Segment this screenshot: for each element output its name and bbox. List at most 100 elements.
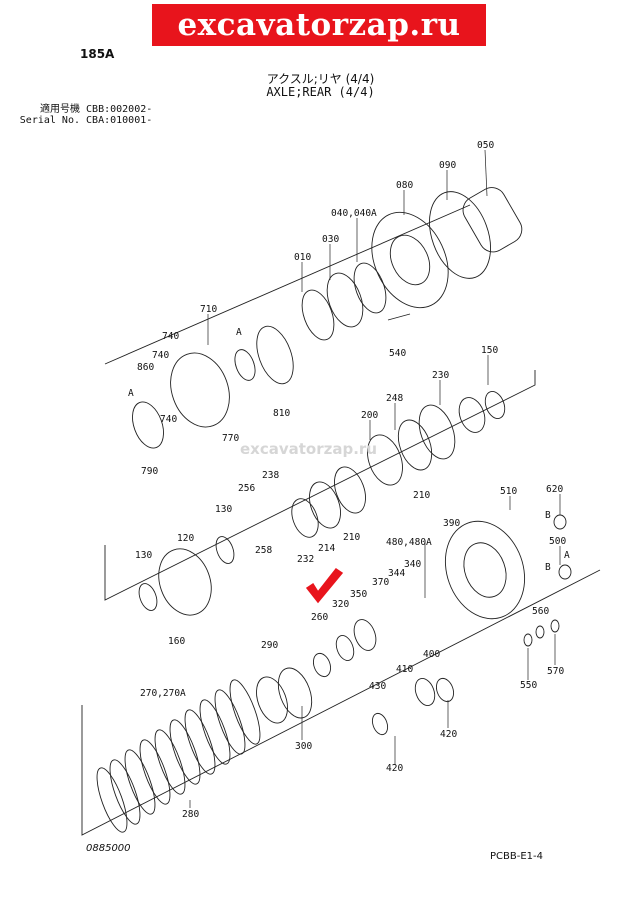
part-label: 420	[440, 729, 457, 740]
snap-ring-150-shape	[484, 391, 506, 419]
spacer-550-shape	[523, 633, 533, 647]
group-frame-bottom	[81, 569, 601, 836]
bearing-050-shape	[462, 187, 523, 253]
footer-code-left: 0885000	[86, 843, 131, 854]
part-label: 230	[432, 370, 449, 381]
hub-080-inner-shape	[389, 234, 431, 286]
part-label: 390	[443, 518, 460, 529]
ring-300-shape	[277, 667, 313, 719]
part-label: 570	[547, 666, 564, 677]
checkmark-icon	[305, 567, 344, 604]
bolt-540-shape	[387, 313, 411, 321]
oring-790-shape	[132, 401, 164, 449]
piston-160-shape	[158, 548, 212, 616]
ring-gear-200-shape	[367, 434, 403, 486]
ring-130b-shape	[138, 583, 158, 611]
part-label: 510	[500, 486, 517, 497]
part-label: 500	[549, 536, 566, 547]
ring-420-shape	[435, 677, 455, 703]
bearing-unnamed-shape	[458, 397, 486, 433]
part-label: 210	[413, 490, 430, 501]
serial-value-en: CBA:010001-	[86, 115, 153, 126]
part-label: 120	[177, 533, 194, 544]
part-label: 130	[215, 504, 232, 515]
part-label: 214	[318, 543, 335, 554]
part-label: 210	[343, 532, 360, 543]
part-label: 350	[350, 589, 367, 600]
part-label: 300	[295, 741, 312, 752]
title-english: AXLE;REAR (4/4)	[266, 85, 375, 99]
part-label: 344	[388, 568, 405, 579]
serial-label-jp: 適用号機	[40, 104, 80, 115]
part-label: 370	[372, 577, 389, 588]
part-label: 130	[135, 550, 152, 561]
housing-390-shape	[444, 520, 526, 620]
part-labels: 050 090 080 040,040A 030 010 710 740 A 7…	[128, 140, 570, 820]
part-label: 160	[168, 636, 185, 647]
part-label: 090	[439, 160, 456, 171]
ring-232-shape	[291, 498, 319, 538]
part-label: 400	[423, 649, 440, 660]
hub-080-shape	[371, 211, 449, 309]
plug-620-shape	[553, 514, 567, 530]
watermark-text: excavatorzap.ru	[240, 440, 377, 458]
leader-lines	[189, 149, 561, 808]
part-label: A	[236, 327, 242, 338]
part-label: 740	[152, 350, 169, 361]
part-label: 430	[369, 681, 386, 692]
part-label: 258	[255, 545, 272, 556]
part-label: 232	[297, 554, 314, 565]
serial-row-jp: 適用号機 CBB:002002-	[8, 104, 152, 115]
group-frame-middle	[104, 370, 536, 601]
ring-260-shape	[312, 652, 332, 678]
serial-label-en: Serial No.	[19, 115, 80, 126]
part-label: 256	[238, 483, 255, 494]
part-label: 200	[361, 410, 378, 421]
seal-090-shape	[429, 191, 491, 279]
clutch-plate-stack	[96, 679, 261, 833]
ring-210b-shape	[334, 466, 366, 514]
part-label: 740	[162, 331, 179, 342]
serial-row-en: Serial No. CBA:010001-	[8, 115, 152, 126]
part-label: 420	[386, 763, 403, 774]
part-label: 710	[200, 304, 217, 315]
serial-value-jp: CBB:002002-	[86, 104, 153, 115]
part-label: 280	[182, 809, 199, 820]
part-label: 560	[532, 606, 549, 617]
footer-code-right: PCBB-E1-4	[490, 851, 543, 862]
part-label: 320	[332, 599, 349, 610]
part-label: 030	[322, 234, 339, 245]
part-label: 080	[396, 180, 413, 191]
part-label: 050	[477, 140, 494, 151]
part-label: 270,270A	[140, 688, 186, 699]
plate-290-shape	[256, 676, 288, 724]
part-label: 340	[404, 559, 421, 570]
part-label: A	[128, 388, 134, 399]
group-frame-top	[104, 204, 471, 365]
ring-810-shape	[256, 325, 294, 385]
page-number: 185A	[80, 47, 115, 61]
part-label: B	[545, 510, 551, 521]
site-banner[interactable]: excavatorzap.ru	[152, 4, 486, 46]
part-label: 238	[262, 470, 279, 481]
part-label: B	[545, 562, 551, 573]
part-label: 790	[141, 466, 158, 477]
ring-a-shape	[234, 349, 256, 381]
ring-130a-shape	[215, 536, 235, 564]
part-label: 040,040A	[331, 208, 377, 219]
gear-350-shape	[353, 619, 377, 651]
part-label: 290	[261, 640, 278, 651]
part-label: 248	[386, 393, 403, 404]
carrier-710-shape	[170, 352, 230, 428]
part-label: 740	[160, 414, 177, 425]
part-label: 540	[389, 348, 406, 359]
ring-210a-shape	[397, 419, 433, 471]
housing-390-inner-shape	[463, 542, 507, 598]
ring-430-shape	[371, 712, 389, 736]
part-label: 550	[520, 680, 537, 691]
part-label: 260	[311, 612, 328, 623]
part-label: 480,480A	[386, 537, 432, 548]
spacer-560-shape	[535, 625, 545, 639]
part-label: 770	[222, 433, 239, 444]
